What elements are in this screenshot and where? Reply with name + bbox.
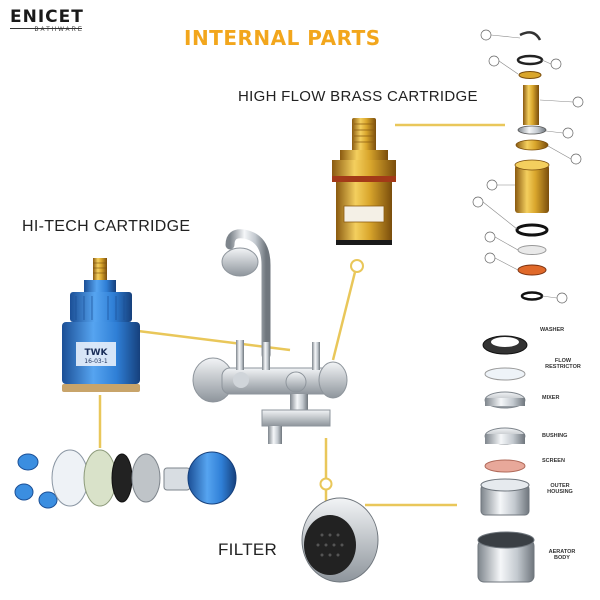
part-label-flow-restrictor: FLOW RESTRICTOR bbox=[545, 358, 581, 370]
brand-subtitle: BATHWARE bbox=[34, 27, 84, 33]
brass-cartridge-label: HIGH FLOW BRASS CARTRIDGE bbox=[238, 88, 478, 105]
tap-image bbox=[192, 229, 348, 444]
filter-image bbox=[301, 497, 379, 583]
filter-connector-dot bbox=[319, 477, 333, 491]
part-label-bushing: BUSHING bbox=[542, 433, 568, 439]
brand-logo: ENICET BATHWARE bbox=[10, 7, 84, 33]
connector-lines bbox=[98, 123, 505, 515]
aerator-exploded-view bbox=[477, 335, 535, 583]
brand-rule bbox=[10, 28, 82, 29]
brass-cartridge-image bbox=[332, 118, 396, 245]
hitech-cartridge-label: HI-TECH CARTRIDGE bbox=[22, 218, 191, 235]
hitech-cartridge-image: TWK 16-03-1 bbox=[62, 258, 140, 392]
brand-name: ENICET bbox=[10, 7, 84, 27]
filter-label: FILTER bbox=[218, 540, 278, 559]
part-label-mixer: MIXER bbox=[542, 395, 560, 401]
part-label-aerator-body: AERATOR BODY bbox=[548, 549, 576, 561]
brass-connector-dot bbox=[350, 259, 364, 273]
hitech-exploded-view bbox=[14, 449, 237, 509]
svg-text:TWK: TWK bbox=[84, 348, 108, 358]
brass-to-tap-line bbox=[331, 271, 357, 361]
page-title: INTERNAL PARTS bbox=[184, 26, 381, 50]
part-label-washer: WASHER bbox=[540, 327, 565, 333]
svg-text:16-03-1: 16-03-1 bbox=[84, 358, 108, 365]
part-label-outer-housing: OUTER HOUSING bbox=[547, 483, 573, 495]
brass-exploded-view bbox=[472, 29, 584, 304]
part-label-screen: SCREEN bbox=[542, 458, 565, 464]
